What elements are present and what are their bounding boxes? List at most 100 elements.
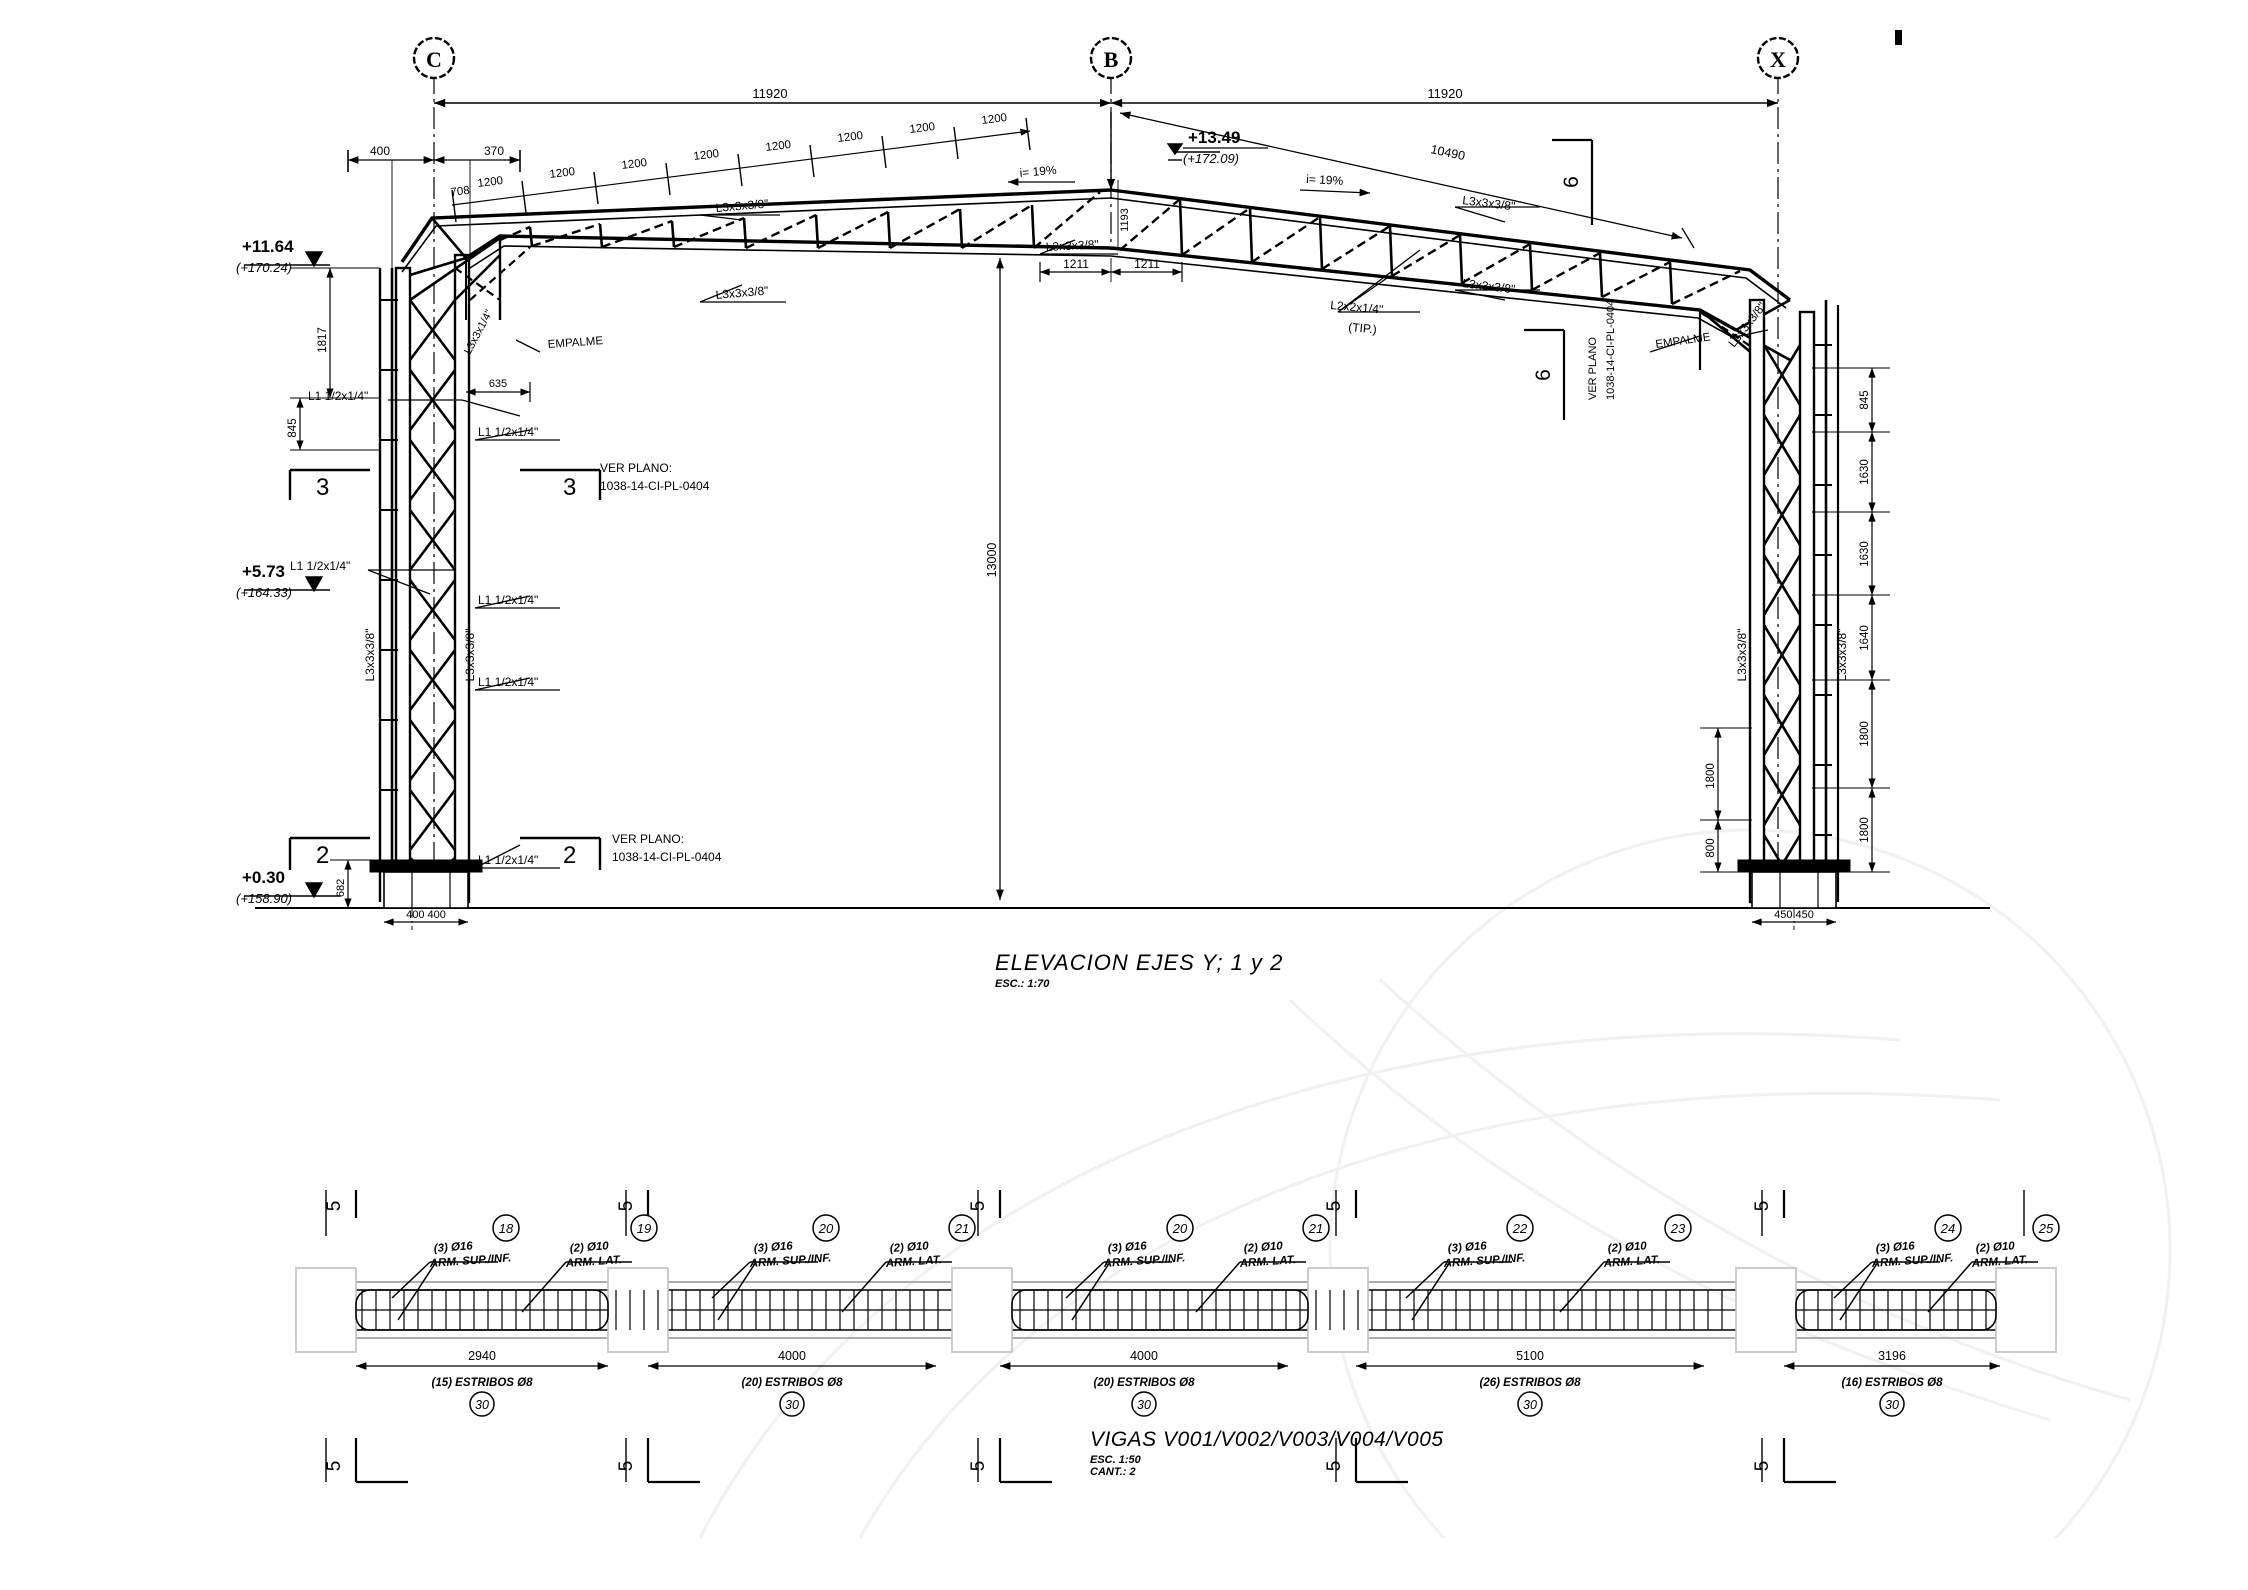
rafter-segment-labels: 708 1200 1200 1200 1200 1200 1200 1200 1… bbox=[450, 112, 1008, 199]
label-L1-e: L1 1/2x1/4" bbox=[478, 675, 538, 689]
stirrup-bubble-1: 30 bbox=[475, 1398, 489, 1412]
bubble-span2-side: 21 bbox=[954, 1221, 969, 1236]
member-label-texts: L3x3x3/8" L3x3x3/8" L3x3x3/8" L3x3x3/8" … bbox=[290, 193, 1849, 867]
beam-span-3 bbox=[1011, 1289, 1309, 1331]
right-dim-1800a: 1800 bbox=[1859, 721, 1871, 747]
right-dim-1630a: 1630 bbox=[1859, 459, 1871, 485]
stirrup-bubbles: 30 30 30 30 30 bbox=[469, 1391, 1905, 1417]
slope-note-left-group: i= 19% bbox=[1008, 163, 1075, 186]
section-marks bbox=[288, 468, 602, 870]
rebar-side-2a: (2) Ø10 bbox=[889, 1240, 929, 1255]
rafter-dim-chain bbox=[451, 117, 1031, 223]
level-symbols bbox=[244, 251, 340, 899]
plan-ref-1-line2: 1038-14-CI-PL-0404 bbox=[600, 479, 710, 493]
rafter-seg-4: 1200 bbox=[693, 148, 720, 163]
elevation-scale: ESC.: 1:70 bbox=[995, 978, 1050, 990]
rebar-side-4a: (2) Ø10 bbox=[1607, 1240, 1647, 1255]
rafter-seg-8: 1200 bbox=[981, 112, 1008, 127]
level-2-value: +5.73 bbox=[242, 562, 285, 581]
rebar-top-4a: (3) Ø16 bbox=[1447, 1240, 1487, 1255]
dim-635-group bbox=[466, 382, 531, 402]
plan-reference-notes: VER PLANO: 1038-14-CI-PL-0404 VER PLANO:… bbox=[600, 300, 1617, 864]
rebar-side-1a: (2) Ø10 bbox=[569, 1240, 609, 1255]
beam-supports bbox=[295, 1267, 2057, 1353]
span4-length: 5100 bbox=[1516, 1349, 1544, 1363]
section-mark-3-right: 3 bbox=[563, 474, 576, 501]
plan-ref-2-line2: 1038-14-CI-PL-0404 bbox=[612, 850, 722, 864]
peak-dims bbox=[1039, 180, 1183, 282]
dim-370: 370 bbox=[484, 144, 504, 158]
rebar-top-3b: ARM. SUP./INF. bbox=[1102, 1252, 1185, 1270]
rebar-side-5b: ARM. LAT. bbox=[1970, 1254, 2028, 1270]
bar-mark-bubbles: 18 19 20 21 20 21 22 23 24 25 bbox=[492, 1214, 2060, 1242]
dim-400: 400 bbox=[370, 144, 390, 158]
section-mark-6-bottom: 6 bbox=[1532, 369, 1555, 381]
rebar-top-3a: (3) Ø16 bbox=[1107, 1240, 1147, 1255]
drawing-sheet: C B X 11920 11920 bbox=[236, 30, 2172, 1538]
left-dim-ladder bbox=[290, 267, 380, 908]
right-dim-1640: 1640 bbox=[1859, 625, 1871, 651]
span2-length: 4000 bbox=[778, 1349, 806, 1363]
bubble-span5-top: 24 bbox=[1940, 1221, 1955, 1236]
bubble-span3-side: 21 bbox=[1308, 1221, 1323, 1236]
bubble-span1-side: 19 bbox=[637, 1221, 651, 1236]
beam-section-mark-bot-1: 5 bbox=[324, 1461, 345, 1472]
level-1-alt: (+170.24) bbox=[236, 260, 292, 275]
label-col-right-inner: L3x3x3/8" bbox=[1735, 629, 1749, 682]
beam-section-marks bbox=[354, 1190, 1836, 1484]
level-4-alt: (+172.09) bbox=[1183, 151, 1239, 166]
label-tip: (TIP.) bbox=[1348, 320, 1378, 336]
bubble-span4-side: 23 bbox=[1670, 1221, 1686, 1236]
label-L1-c: L1 1/2x1/4" bbox=[290, 559, 350, 573]
beam-section-mark-bot-4: 5 bbox=[1324, 1461, 1345, 1472]
right-dim-labels: 845 1630 1630 1640 1800 1800 bbox=[1859, 390, 1871, 842]
slope-note-right: i= 19% bbox=[1306, 172, 1344, 188]
section-mark-2-right: 2 bbox=[563, 842, 576, 869]
rafter-seg-1: 1200 bbox=[477, 175, 504, 190]
beam-section-numbers-bottom: 5 5 5 5 5 bbox=[324, 1461, 1773, 1472]
span1-length: 2940 bbox=[468, 1349, 496, 1363]
rebar-top-4b: ARM. SUP./INF. bbox=[1442, 1252, 1525, 1270]
stirrup-bubble-5: 30 bbox=[1885, 1398, 1899, 1412]
beam-span-1 bbox=[355, 1289, 609, 1331]
rebar-side-3a: (2) Ø10 bbox=[1243, 1240, 1283, 1255]
rebar-top-1b: ARM. SUP./INF. bbox=[428, 1252, 511, 1270]
beams-title-block: VIGAS V001/V002/V003/V004/V005 ESC. 1:50… bbox=[1090, 1428, 1444, 1478]
right-dim-1630b: 1630 bbox=[1859, 541, 1871, 567]
bubble-span5-side: 25 bbox=[2038, 1221, 2054, 1236]
stirrup-bubble-4: 30 bbox=[1523, 1398, 1537, 1412]
rafter-seg-7: 1200 bbox=[909, 121, 936, 136]
base-plate-dims bbox=[384, 908, 1836, 930]
grid-bubble-B-label: B bbox=[1104, 47, 1119, 72]
grid-bubble-X-label: X bbox=[1770, 47, 1786, 72]
rebar-side-3b: ARM. LAT. bbox=[1238, 1254, 1296, 1270]
peak-dim-1211-right: 1211 bbox=[1134, 257, 1160, 271]
level-4-value: +13.49 bbox=[1188, 128, 1240, 147]
label-col-right-outer: L3x3x3/8" bbox=[1835, 629, 1849, 682]
ridge-leader bbox=[1106, 112, 1220, 190]
top-left-dimensions bbox=[347, 150, 521, 268]
right-top-dim-group bbox=[1119, 111, 1695, 249]
label-L3x3x38-a: L3x3x3/8" bbox=[715, 196, 769, 215]
span-dim-left: 11920 bbox=[752, 86, 787, 101]
grid-bubble-C-label: C bbox=[426, 47, 442, 72]
main-height-label: 13000 bbox=[985, 543, 999, 578]
label-L3x3x38-c: L3x3x3/8" bbox=[1045, 237, 1099, 254]
left-column bbox=[369, 253, 483, 909]
label-L1-a: L1 1/2x1/4" bbox=[308, 389, 368, 403]
level-labels: +11.64 (+170.24) +5.73 (+164.33) +0.30 (… bbox=[236, 128, 1268, 906]
right-inner-dim-800: 800 bbox=[1705, 838, 1717, 857]
rebar-top-1a: (3) Ø16 bbox=[433, 1240, 473, 1255]
beams-quantity: CANT.: 2 bbox=[1090, 1466, 1136, 1478]
right-dim-ladder-outer bbox=[1812, 367, 1890, 873]
right-dim-845: 845 bbox=[1859, 390, 1871, 409]
stirrup-bubble-3: 30 bbox=[1137, 1398, 1151, 1412]
elevation-title-block: ELEVACION EJES Y; 1 y 2 ESC.: 1:70 bbox=[995, 950, 1283, 990]
label-L1-d: L1 1/2x1/4" bbox=[478, 593, 538, 607]
beam-span-dim-labels: 2940 4000 4000 5100 3196 bbox=[468, 1349, 1906, 1363]
dim-635: 635 bbox=[489, 378, 507, 390]
rebar-top-2a: (3) Ø16 bbox=[753, 1240, 793, 1255]
beam-stirrup-labels: (15) ESTRIBOS Ø8 (20) ESTRIBOS Ø8 (20) E… bbox=[432, 1377, 1944, 1389]
section-mark-2-left: 2 bbox=[316, 842, 329, 869]
rebar-side-5a: (2) Ø10 bbox=[1975, 1240, 2015, 1255]
